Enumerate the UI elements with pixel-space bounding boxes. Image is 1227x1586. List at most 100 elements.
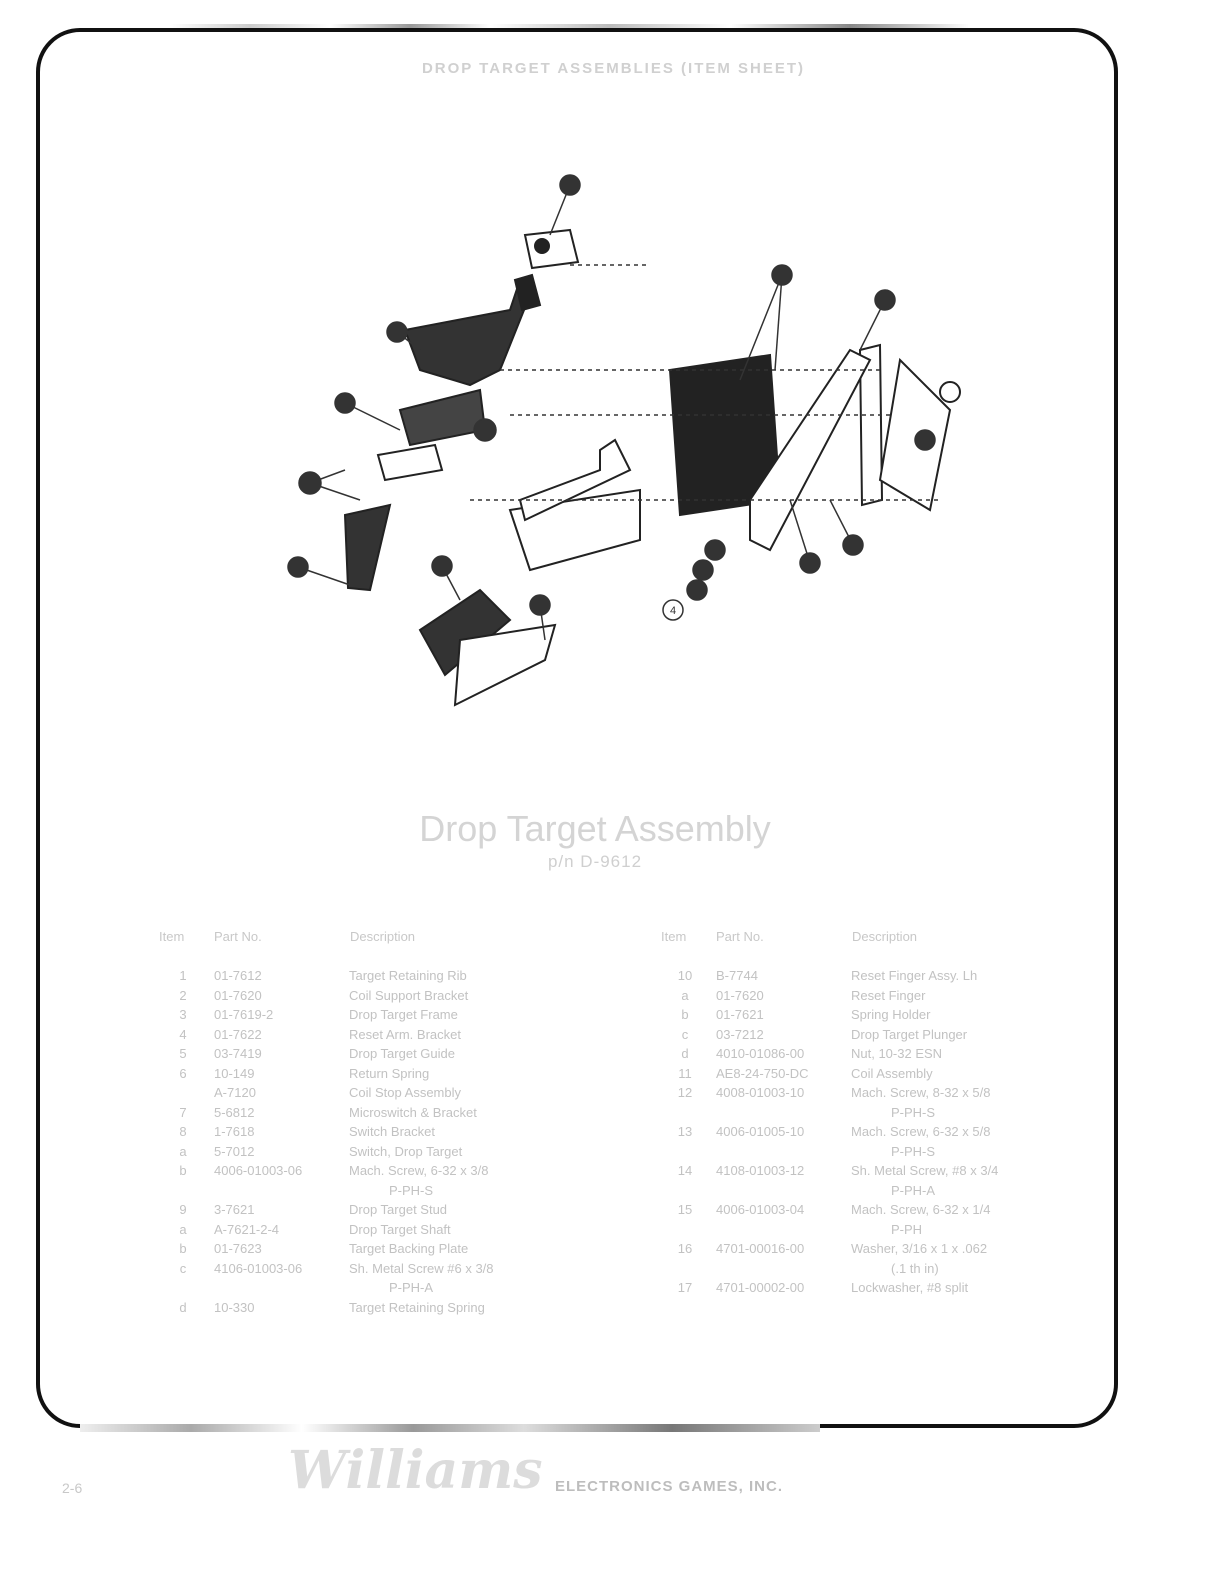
part-number: 01-7620 — [710, 986, 851, 1006]
part-number-text: 1-7618 — [214, 1124, 255, 1139]
part-number-text: 01-7619-2 — [214, 1007, 274, 1022]
item-number-text: 10 — [677, 968, 693, 983]
part-number-text: 03-7212 — [716, 1026, 764, 1042]
item-number: b — [158, 1239, 208, 1259]
item-number-text: 14 — [677, 1163, 693, 1178]
part-description-text: Reset Arm. Bracket — [349, 1026, 461, 1042]
item-number-text: 8 — [179, 1124, 187, 1139]
part-description: Drop Target Stud — [349, 1200, 541, 1220]
part-description-text: Reset Finger — [851, 987, 926, 1003]
part-number-text: B-7744 — [716, 968, 758, 983]
item-number-text: 4 — [179, 1026, 187, 1042]
part-description-text: Lockwasher, #8 split — [851, 1280, 969, 1295]
part-number: 4008-01003-10 — [710, 1083, 851, 1122]
column-header-item: Item — [661, 929, 687, 944]
part-description-continued: (.1 th in) — [891, 1260, 939, 1276]
item-number: 7 — [158, 1103, 208, 1123]
item-number-text: 13 — [677, 1124, 693, 1139]
item-number-text: d — [179, 1299, 187, 1315]
part-number: 01-7622 — [208, 1025, 349, 1045]
part-description: Drop Target Guide — [349, 1044, 541, 1064]
part-number: 03-7212 — [710, 1025, 851, 1045]
part-number: 01-7621 — [710, 1005, 851, 1025]
column-header-item: Item — [159, 929, 185, 944]
item-number: d — [660, 1044, 710, 1064]
part-number-text: A-7120 — [214, 1085, 256, 1100]
part-number: 4006-01003-04 — [710, 1200, 851, 1239]
part-description: Reset Finger — [851, 986, 1043, 1006]
item-number: 17 — [660, 1278, 710, 1298]
part-number-text: 10-149 — [214, 1065, 255, 1081]
item-number-text: 6 — [179, 1065, 187, 1081]
part-number: 01-7620 — [208, 986, 349, 1006]
part-description: Microswitch & Bracket — [349, 1103, 541, 1123]
item-number-text: a — [179, 1143, 187, 1159]
part-number: A-7120 — [208, 1083, 349, 1103]
part-number: 1-7618 — [208, 1122, 349, 1142]
table-row: 5 03-7419 Drop Target Guide — [158, 1044, 541, 1064]
item-number: 6 — [158, 1064, 208, 1084]
part-number-text: 4006-01005-10 — [716, 1124, 805, 1139]
part-description-text: Spring Holder — [851, 1007, 931, 1022]
assembly-title: Drop Target Assembly — [419, 808, 771, 849]
table-row: 8 1-7618 Switch Bracket — [158, 1122, 541, 1142]
part-number-text: A-7621-2-4 — [214, 1221, 280, 1237]
part-description-continued: P-PH-S — [389, 1182, 434, 1198]
part-description-text: Drop Target Plunger — [851, 1026, 968, 1042]
part-number-text: 03-7419 — [214, 1046, 262, 1061]
item-number-text: b — [179, 1163, 187, 1178]
part-number: 4108-01003-12 — [710, 1161, 851, 1200]
part-description: Coil Assembly — [851, 1064, 1043, 1084]
part-description-text: Target Retaining Spring — [349, 1299, 485, 1315]
part-description-continued: P-PH-A — [891, 1182, 936, 1198]
part-description-text: Sh. Metal Screw, #8 x 3/4 — [851, 1163, 999, 1178]
part-description: Reset Arm. Bracket — [349, 1025, 541, 1045]
item-number-text: c — [179, 1260, 187, 1276]
part-number: 4010-01086-00 — [710, 1044, 851, 1064]
part-description: Washer, 3/16 x 1 x .062(.1 th in) — [851, 1239, 1043, 1278]
part-description: Drop Target Plunger — [851, 1025, 1043, 1045]
part-description-text: Microswitch & Bracket — [349, 1104, 477, 1120]
table-row: b 01-7621 Spring Holder — [660, 1005, 1043, 1025]
item-number: b — [660, 1005, 710, 1025]
part-number-text: 3-7621 — [214, 1202, 255, 1217]
part-number-text: 4006-01003-06 — [214, 1163, 303, 1178]
part-description: Target Backing Plate — [349, 1239, 541, 1259]
company-name: ELECTRONICS GAMES, INC. — [555, 1478, 784, 1495]
callout-label: 4 — [670, 605, 676, 617]
part-number-text: 01-7620 — [716, 987, 764, 1003]
item-number-text: 5 — [179, 1046, 187, 1061]
part-number: 01-7623 — [208, 1239, 349, 1259]
part-description-text: Target Backing Plate — [349, 1241, 469, 1256]
exploded-diagram: 4 — [287, 174, 961, 707]
part-description: Coil Support Bracket — [349, 986, 541, 1006]
part-description-text: Mach. Screw, 6-32 x 5/8 — [851, 1124, 991, 1139]
item-number-text: 9 — [179, 1202, 187, 1217]
part-description: Lockwasher, #8 split — [851, 1278, 1043, 1298]
part-number-text: 01-7620 — [214, 987, 262, 1003]
part-description-text: Mach. Screw, 6-32 x 3/8 — [349, 1163, 489, 1178]
part-description: Drop Target Frame — [349, 1005, 541, 1025]
part-description: Drop Target Shaft — [349, 1220, 541, 1240]
part-description-text: Mach. Screw, 8-32 x 5/8 — [851, 1085, 991, 1100]
part-number-text: 01-7621 — [716, 1007, 764, 1022]
part-description-text: Switch, Drop Target — [349, 1143, 463, 1159]
part-description-text: Switch Bracket — [349, 1124, 435, 1139]
part-description-continued: P-PH-A — [389, 1280, 434, 1295]
part-number-text: 4008-01003-10 — [716, 1085, 805, 1100]
